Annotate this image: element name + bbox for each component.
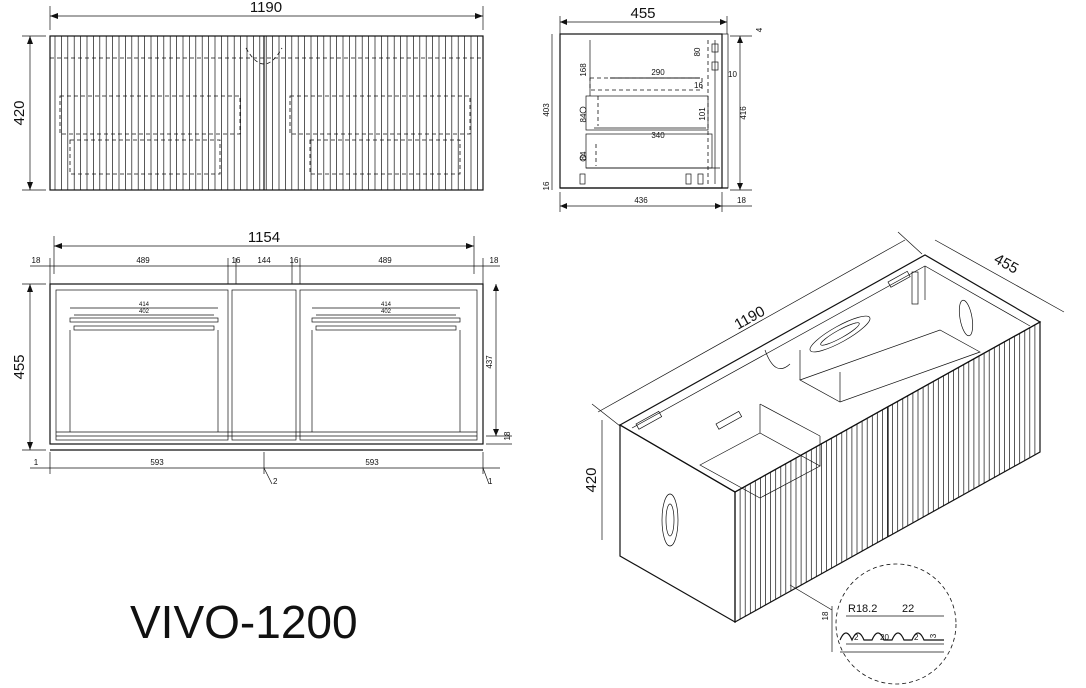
plan-drawer-left-outer: 414 — [139, 302, 150, 308]
detail-gap-b: 2 — [914, 633, 919, 642]
plan-gap-2: 2 — [273, 477, 278, 486]
plan-mid-left-16: 16 — [232, 256, 241, 265]
detail-depth: 18 — [821, 611, 830, 620]
side-inner-width: 290 — [651, 68, 665, 77]
iso-view: 1190 455 420 — [583, 231, 1065, 624]
side-small-80: 80 — [693, 47, 702, 56]
plan-bay-right: 489 — [378, 256, 392, 265]
plan-left-edge: 18 — [32, 256, 41, 265]
front-height-label: 420 — [11, 100, 28, 125]
side-small-84: 84 — [579, 113, 588, 122]
plan-edge-1-right: 1 — [488, 477, 493, 486]
plan-depth: 455 — [11, 354, 28, 379]
plan-right-edge: 18 — [490, 256, 499, 265]
plan-edge-1-left: 1 — [34, 458, 39, 467]
front-slats — [54, 36, 478, 190]
plan-overall-width: 1154 — [248, 229, 280, 246]
side-small-16: 16 — [694, 81, 703, 90]
plan-bottom-18: 18 — [503, 431, 512, 440]
side-bottom-depth: 436 — [634, 196, 648, 205]
front-width-label: 1190 — [250, 0, 282, 16]
plan-mid: 144 — [257, 256, 271, 265]
iso-width: 1190 — [732, 303, 768, 334]
plan-bottom-left: 593 — [150, 458, 164, 467]
profile-detail: R18.2 22 18 2 20 2 3 — [821, 563, 957, 685]
model-name: VIVO-1200 — [130, 596, 358, 648]
side-top-depth: 455 — [630, 5, 655, 22]
side-left-height: 403 — [542, 103, 551, 117]
plan-bottom-right: 593 — [365, 458, 379, 467]
side-view: 455 4 290 340 168 80 10 16 101 — [542, 5, 764, 212]
plan-mid-right-16: 16 — [290, 256, 299, 265]
side-foot: 16 — [542, 181, 551, 190]
side-top-gap: 168 — [579, 63, 588, 77]
detail-flat: 20 — [880, 633, 889, 642]
plan-bay-left: 489 — [136, 256, 150, 265]
side-small-84b: 84 — [579, 151, 588, 160]
plan-drawer-left-inner: 402 — [139, 309, 150, 315]
plan-drawer-right-outer: 414 — [381, 302, 392, 308]
iso-slats — [734, 322, 1041, 622]
detail-gap-a: 2 — [854, 633, 859, 642]
detail-pitch: 22 — [902, 603, 914, 615]
plan-inner-depth: 437 — [485, 355, 494, 369]
side-total-height: 416 — [739, 106, 748, 120]
iso-height: 420 — [583, 467, 600, 492]
side-lower-width: 340 — [651, 131, 665, 140]
detail-edge: 3 — [929, 633, 938, 638]
side-small-10: 10 — [728, 70, 737, 79]
front-view: 1190 420 — [11, 0, 484, 191]
side-small-4: 4 — [755, 27, 764, 32]
plan-drawer-right-inner: 402 — [381, 309, 392, 315]
side-right-offset: 18 — [737, 196, 746, 205]
detail-radius: R18.2 — [848, 603, 877, 615]
side-small-101: 101 — [698, 107, 707, 121]
plan-view: 1154 18 489 16 144 16 489 18 414 402 — [11, 229, 512, 486]
